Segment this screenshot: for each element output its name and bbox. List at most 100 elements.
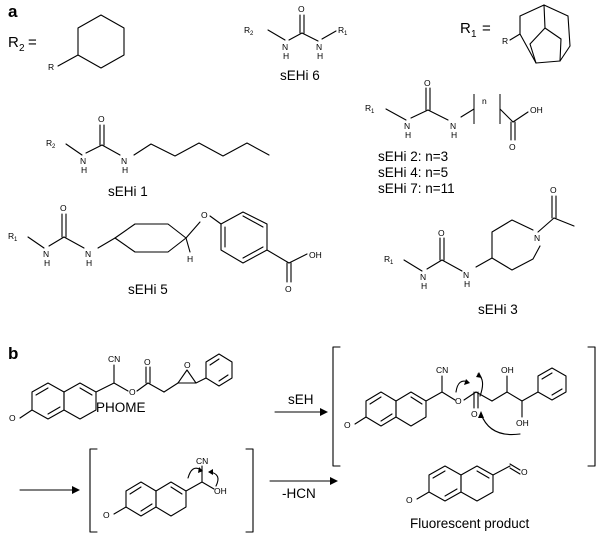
sehi6-structure: O R 2 N H N H R 1 sEHi 6 bbox=[244, 4, 348, 83]
fluorescent-product-structure: O O Fluorescent product bbox=[406, 463, 530, 531]
svg-text:H: H bbox=[122, 165, 128, 175]
sehi6-r2: R bbox=[244, 25, 250, 35]
r1-equals: = bbox=[482, 20, 491, 37]
bond bbox=[267, 29, 286, 41]
sehi3-label: sEHi 3 bbox=[478, 302, 518, 317]
svg-text:O: O bbox=[9, 413, 16, 423]
svg-text:O: O bbox=[344, 420, 351, 430]
seh-label: sEH bbox=[288, 392, 314, 407]
svg-text:CN: CN bbox=[108, 354, 120, 364]
sehi3-oxygen: O bbox=[438, 228, 445, 238]
sehi6-nh-right: N bbox=[316, 42, 322, 52]
svg-text:N: N bbox=[420, 272, 426, 282]
sehi2-label: sEHi 2: n=3 bbox=[378, 149, 448, 164]
svg-text:N: N bbox=[43, 249, 49, 259]
svg-text:H: H bbox=[44, 258, 50, 268]
svg-text:O: O bbox=[129, 387, 136, 397]
svg-text:O: O bbox=[184, 360, 191, 370]
panel-b-label: b bbox=[8, 344, 18, 363]
r2-attachment-bond bbox=[57, 54, 79, 67]
sehi5-structure: O R 1 N H N H H O OH O sEHi 5 bbox=[8, 203, 322, 297]
sehi3-r1: R bbox=[384, 254, 390, 264]
svg-text:1: 1 bbox=[390, 260, 394, 266]
cyclohexane-ring bbox=[114, 223, 187, 253]
sehi1-label: sEHi 1 bbox=[108, 184, 148, 199]
r2-attachment-r: R bbox=[48, 62, 54, 72]
svg-text:H: H bbox=[317, 51, 323, 61]
fluorescent-product-label: Fluorescent product bbox=[410, 516, 530, 531]
svg-text:H: H bbox=[451, 130, 457, 140]
svg-text:H: H bbox=[464, 279, 470, 289]
svg-text:1: 1 bbox=[14, 237, 18, 243]
diol-intermediate: O CN O O OH OH bbox=[332, 346, 596, 467]
sehi6-r1: R bbox=[338, 25, 344, 35]
svg-text:H: H bbox=[405, 130, 411, 140]
sehi1-oxygen: O bbox=[98, 114, 105, 124]
acid-oxygen: O bbox=[285, 284, 292, 294]
sehi4-label: sEHi 4: n=5 bbox=[378, 165, 448, 180]
svg-text:2: 2 bbox=[52, 144, 56, 150]
sehi6-oxygen: O bbox=[298, 4, 305, 14]
svg-text:CN: CN bbox=[436, 365, 448, 375]
epoxide-ring bbox=[177, 369, 197, 384]
svg-text:N: N bbox=[85, 249, 91, 259]
phenyl-ring bbox=[205, 353, 233, 387]
svg-text:H: H bbox=[421, 281, 427, 291]
svg-text:O: O bbox=[144, 357, 151, 367]
ether-oxygen: O bbox=[201, 210, 208, 220]
svg-text:N: N bbox=[450, 121, 456, 131]
svg-text:N: N bbox=[80, 156, 86, 166]
svg-text:O: O bbox=[471, 409, 478, 419]
svg-text:N: N bbox=[121, 156, 127, 166]
sehi7-label: sEHi 7: n=11 bbox=[378, 181, 455, 196]
svg-text:N: N bbox=[463, 270, 469, 280]
svg-text:O: O bbox=[103, 510, 110, 520]
r1-attachment-r: R bbox=[502, 36, 508, 46]
sehi-2-4-7-structure: O R 1 N H N H n OH O sEHi 2: n=3 sEHi 4:… bbox=[365, 78, 543, 196]
sehi1-r2: R bbox=[46, 138, 52, 148]
r1-label: R bbox=[460, 20, 471, 37]
acetyl-oxygen: O bbox=[550, 185, 557, 195]
panel-a-label: a bbox=[8, 2, 18, 21]
svg-text:O: O bbox=[406, 495, 413, 505]
hcn-elimination-arrow: -HCN bbox=[269, 477, 338, 501]
svg-text:O: O bbox=[521, 467, 528, 477]
svg-text:CN: CN bbox=[196, 456, 208, 466]
r1-definition: R 1 = R bbox=[460, 4, 571, 64]
piperidine-ring bbox=[491, 219, 534, 259]
svg-text:2: 2 bbox=[250, 31, 254, 37]
svg-text:H: H bbox=[187, 254, 193, 264]
hcn-label: -HCN bbox=[282, 486, 316, 501]
r2-equals: = bbox=[28, 34, 37, 51]
cyclohexane-ring bbox=[77, 14, 125, 69]
svg-text:N: N bbox=[404, 121, 410, 131]
electron-arrow bbox=[480, 413, 521, 436]
r2-subscript: 2 bbox=[19, 43, 25, 54]
svg-text:H: H bbox=[81, 165, 87, 175]
svg-text:OH: OH bbox=[516, 418, 529, 428]
naphthalene-ring-right bbox=[63, 382, 97, 420]
sehi1-structure: O R 2 N H N H sEHi 1 bbox=[46, 114, 270, 199]
sehi5-r1: R bbox=[8, 231, 14, 241]
acid-oh: OH bbox=[530, 105, 543, 115]
sehi2-oxygen: O bbox=[424, 78, 431, 88]
sehi6-nh-left: N bbox=[282, 42, 288, 52]
sehi2-r1: R bbox=[365, 103, 371, 113]
adamantane-cage: R bbox=[502, 4, 571, 64]
r1-subscript: 1 bbox=[471, 29, 477, 40]
svg-text:1: 1 bbox=[344, 31, 348, 37]
chain-repeat-n: n bbox=[482, 96, 487, 106]
phome-structure: O CN O O O PHOME bbox=[9, 353, 233, 423]
reaction-arrowhead bbox=[72, 486, 80, 494]
r2-definition: R 2 = R bbox=[8, 14, 125, 72]
sehi6-label: sEHi 6 bbox=[280, 68, 320, 83]
sehi3-structure: O R 1 N H N H N O sEHi 3 bbox=[384, 185, 575, 317]
benzene-ring bbox=[220, 211, 268, 264]
acid-oxygen: O bbox=[509, 142, 516, 152]
svg-text:OH: OH bbox=[214, 486, 227, 496]
r2-label: R bbox=[8, 34, 19, 51]
svg-text:H: H bbox=[283, 51, 289, 61]
phome-label: PHOME bbox=[96, 400, 146, 415]
electron-arrow bbox=[209, 471, 219, 487]
piperidine-nitrogen: N bbox=[534, 233, 540, 243]
